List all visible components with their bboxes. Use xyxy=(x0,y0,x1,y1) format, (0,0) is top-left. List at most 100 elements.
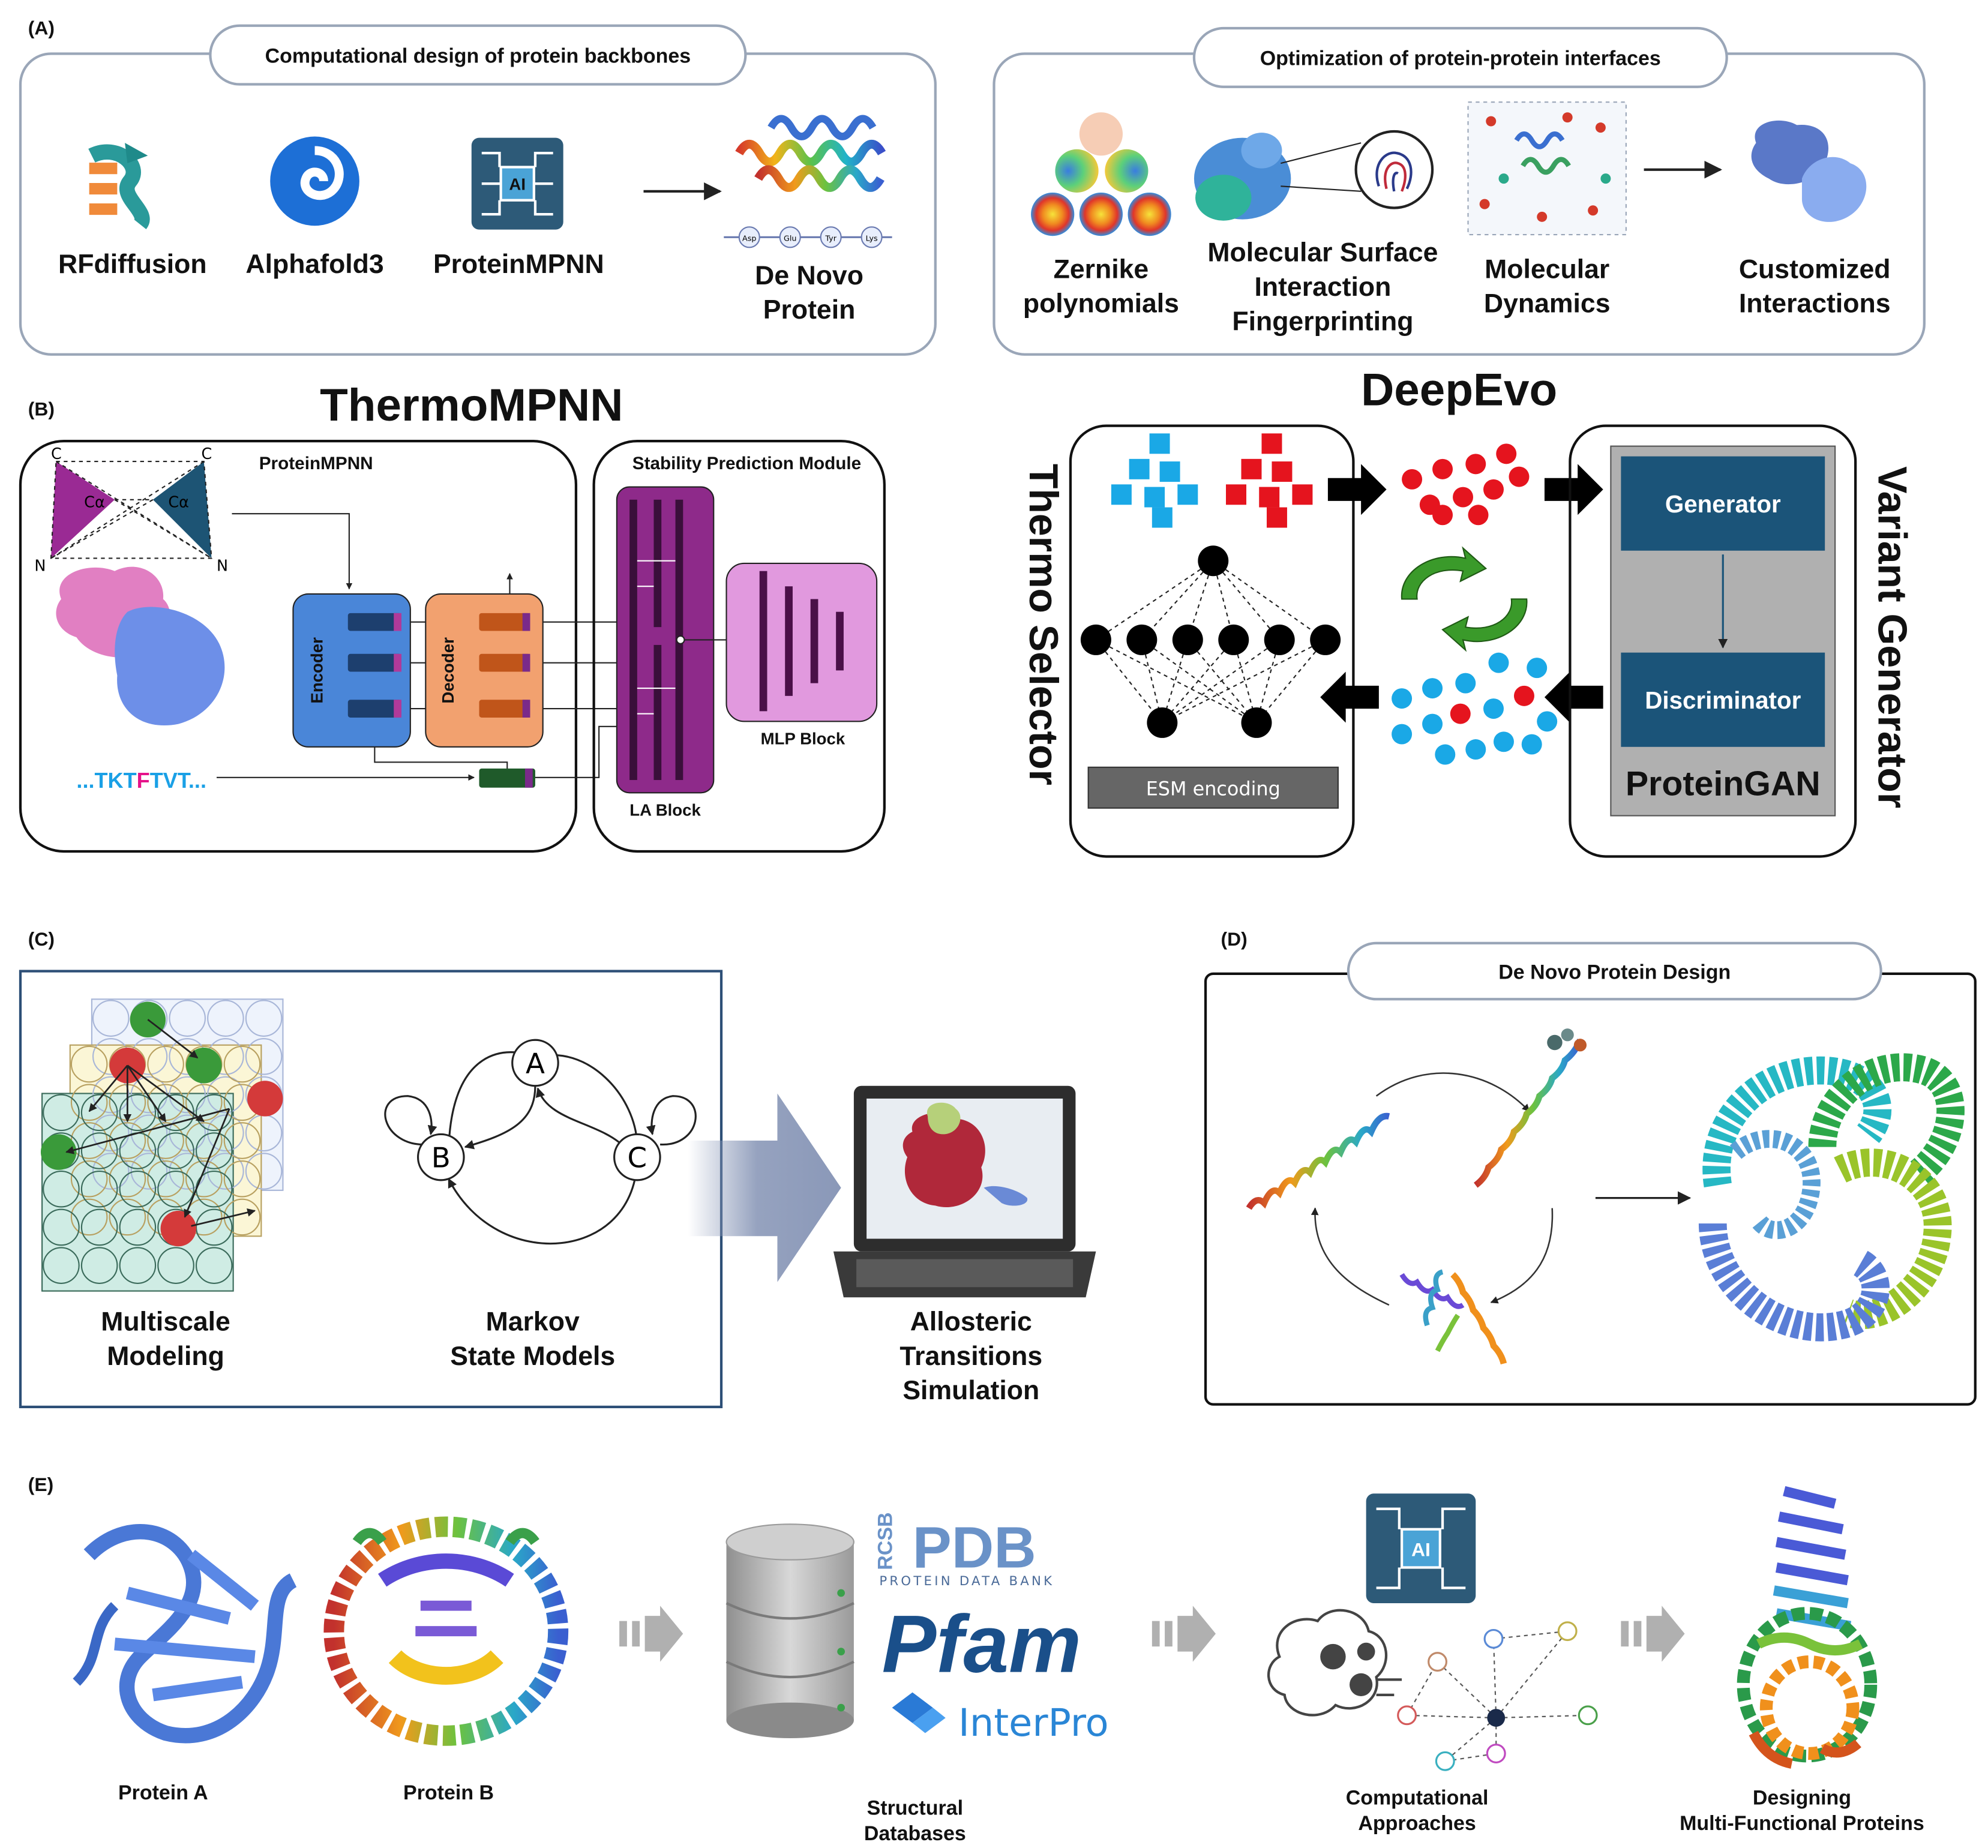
grid-cell xyxy=(130,1114,168,1152)
masif-label-1: Molecular Surface xyxy=(1207,238,1438,268)
grid-cell xyxy=(119,1170,157,1208)
zernike-label-2: polynomials xyxy=(1023,289,1179,319)
seq-suffix: TVT... xyxy=(150,768,206,793)
panel-d-letter: (D) xyxy=(1221,928,1248,950)
masif-label-3: Fingerprinting xyxy=(1232,307,1413,336)
seq-prefix: ...TKT xyxy=(76,768,136,793)
grid-cell xyxy=(223,1198,261,1236)
panel-b: (B) ThermoMPNN ProteinMPNN Cα Cα C C N N… xyxy=(19,365,1915,858)
rfdiffusion-icon xyxy=(88,143,150,230)
denovo-label-1: De Novo xyxy=(755,261,863,290)
panel-d: (D) De Novo Protein Design xyxy=(1204,928,1977,1406)
grid-cell xyxy=(147,1045,184,1083)
grid-cell xyxy=(119,1247,157,1284)
grid-cell xyxy=(157,1170,194,1208)
state-a: A xyxy=(526,1048,545,1080)
gray-arrow-2 xyxy=(1152,1606,1216,1662)
proteinmpnn-box xyxy=(19,439,578,853)
laptop-icon xyxy=(833,1085,1096,1298)
markov-label-2: State Models xyxy=(450,1342,615,1371)
zernike-polynomials-icon xyxy=(1031,112,1171,236)
residue-4: Lys xyxy=(866,235,878,244)
cycle-arrows-icon xyxy=(1401,546,1528,652)
grid-cell xyxy=(147,1160,184,1198)
multiscale-label-1: Multiscale xyxy=(101,1307,230,1336)
gray-arrow-1 xyxy=(619,1606,683,1662)
grid-cell xyxy=(109,1160,146,1198)
grid-cell xyxy=(223,1122,261,1159)
grid-cell xyxy=(130,1153,168,1190)
thermo-selector-label: Thermo Selector xyxy=(1021,464,1066,785)
encoder-to-embed-link xyxy=(374,746,508,770)
grid-cell xyxy=(245,1153,283,1190)
panel-a: (A) Computational design of protein back… xyxy=(19,17,1926,356)
residue-beads: Asp Glu Tyr Lys xyxy=(738,226,883,248)
seq-mutation: F xyxy=(137,768,150,793)
embedding-token-mark xyxy=(524,768,533,788)
grid-cell xyxy=(195,1208,233,1246)
interpro-text: InterPro xyxy=(958,1701,1109,1745)
embed-la-arrow xyxy=(535,723,631,778)
panel-e-letter: (E) xyxy=(28,1474,53,1495)
panel-a-left-title: Computational design of protein backbone… xyxy=(265,44,691,67)
structural-label-1: Structural xyxy=(867,1796,963,1819)
discriminator-label: Discriminator xyxy=(1645,686,1801,714)
grid-cell xyxy=(195,1247,233,1284)
md-label-2: Dynamics xyxy=(1484,289,1611,319)
interpro-logo: InterPro xyxy=(892,1692,1109,1745)
database-icon xyxy=(725,1523,854,1739)
panel-a-right-title-pill xyxy=(1192,26,1728,88)
allosteric-label-3: Simulation xyxy=(902,1376,1039,1405)
grid-cell xyxy=(185,1160,223,1198)
stability-module-box xyxy=(592,439,886,853)
grid-cell xyxy=(147,1122,184,1159)
variant-generator-box xyxy=(1569,424,1857,858)
helix-protein-1 xyxy=(1246,1112,1390,1210)
grid-cell xyxy=(43,1170,80,1208)
multifunctional-protein-structure xyxy=(1737,1486,1878,1769)
grid-cell xyxy=(70,1160,108,1198)
generator-block xyxy=(1621,456,1825,551)
deepevo-title: DeepEvo xyxy=(1361,365,1557,416)
fingerprint-icon xyxy=(1354,130,1434,209)
grid-cell xyxy=(157,1094,194,1132)
grid-cell xyxy=(70,1045,108,1083)
ca-right: Cα xyxy=(168,494,189,512)
c-left: C xyxy=(51,445,62,463)
grid-cell xyxy=(169,1114,206,1152)
zernike-label-1: Zernike xyxy=(1054,254,1149,284)
network-graph xyxy=(1397,1621,1598,1771)
grid-cell xyxy=(223,1160,261,1198)
ai-chip-text: AI xyxy=(509,175,526,194)
proteinmpnn-label: ProteinMPNN xyxy=(433,250,604,279)
large-transition-arrow xyxy=(688,1093,841,1282)
protein-a-label: Protein A xyxy=(118,1781,208,1804)
molecular-surface-icon xyxy=(1194,133,1362,221)
neural-network xyxy=(1080,545,1341,738)
pdb-text: PDB xyxy=(913,1514,1036,1580)
grid-cell xyxy=(169,1153,206,1190)
grid-cell xyxy=(70,1084,108,1121)
allosteric-label-2: Transitions xyxy=(899,1342,1042,1371)
arrow-from-discriminator xyxy=(1544,671,1603,723)
mixed-sequences xyxy=(1392,652,1558,765)
encoder-features xyxy=(347,613,401,718)
red-squares xyxy=(1226,433,1313,528)
arrow-to-selector xyxy=(1320,671,1379,723)
grid-cell xyxy=(169,1000,206,1037)
md-label-1: Molecular xyxy=(1485,254,1609,284)
encoder-label: Encoder xyxy=(307,637,326,704)
rcsb-text: RCSB xyxy=(874,1512,897,1570)
masif-label-2: Interaction xyxy=(1254,272,1391,302)
grid-cell xyxy=(119,1094,157,1132)
grid-cell xyxy=(245,1000,283,1037)
panel-c-letter: (C) xyxy=(28,928,55,950)
red-sequences xyxy=(1402,443,1530,526)
la-merge-node xyxy=(676,635,685,644)
grid-cell xyxy=(80,1247,118,1284)
protein-b-label: Protein B xyxy=(403,1781,494,1804)
alphafold-icon xyxy=(270,136,359,226)
ai-chip-icon: AI xyxy=(471,137,563,230)
